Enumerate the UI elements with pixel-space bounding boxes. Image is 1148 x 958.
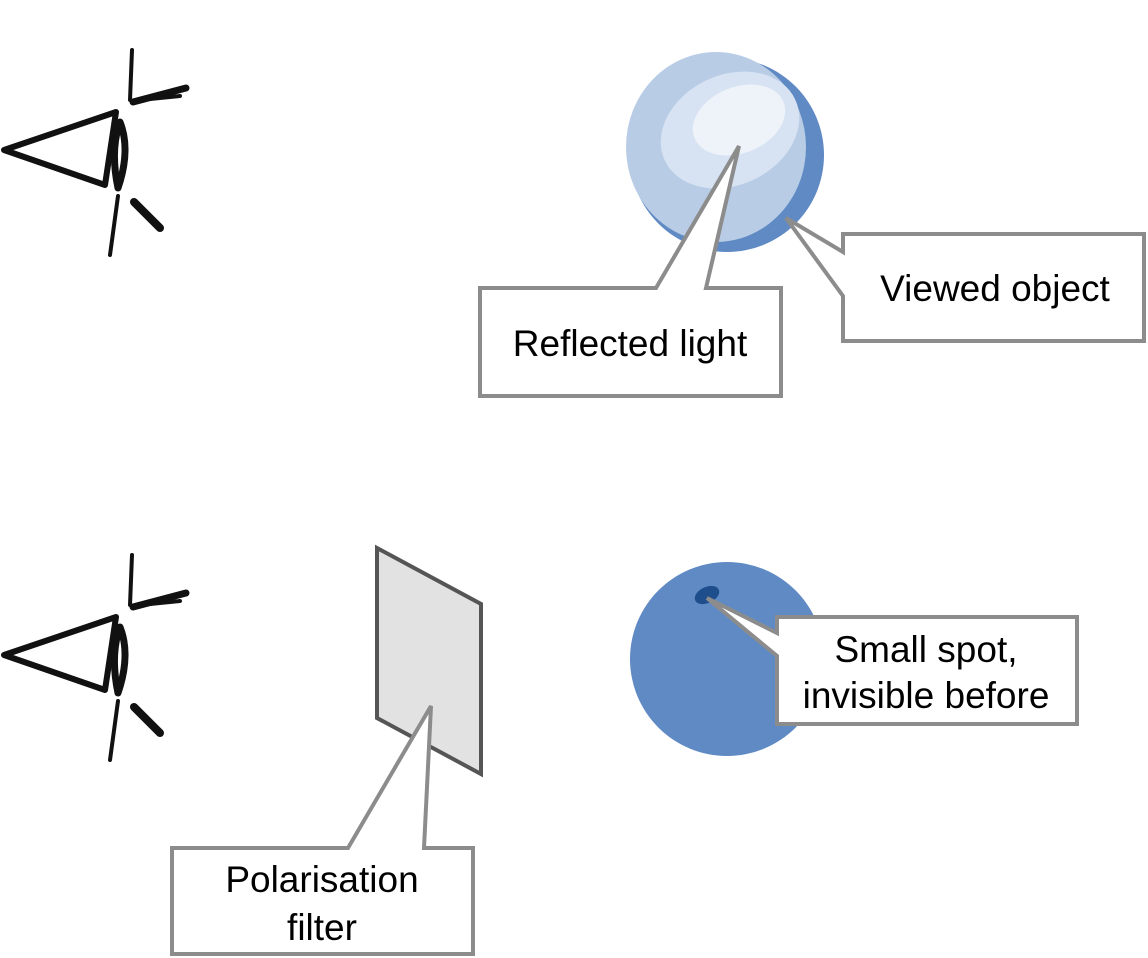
small-spot-label-line1: Small spot, (834, 629, 1017, 670)
viewed-object-callout: Viewed object (784, 216, 1146, 343)
small-spot-label-line2: invisible before (803, 675, 1050, 716)
small-spot-callout: Small spot, invisible before (705, 596, 1079, 726)
polarisation-filter-label-line1: Polarisation (225, 859, 418, 900)
reflected-light-label: Reflected light (513, 323, 748, 364)
eye-icon (1, 48, 190, 257)
eye-icon (1, 553, 190, 762)
reflected-light-callout: Reflected light (478, 144, 783, 398)
viewed-object-label: Viewed object (880, 268, 1110, 309)
sphere-icon (626, 52, 824, 252)
polarisation-filter-callout: Polarisation filter (170, 704, 475, 956)
polarisation-filter-label-line2: filter (287, 907, 357, 948)
polarisation-filter-icon (375, 544, 483, 778)
